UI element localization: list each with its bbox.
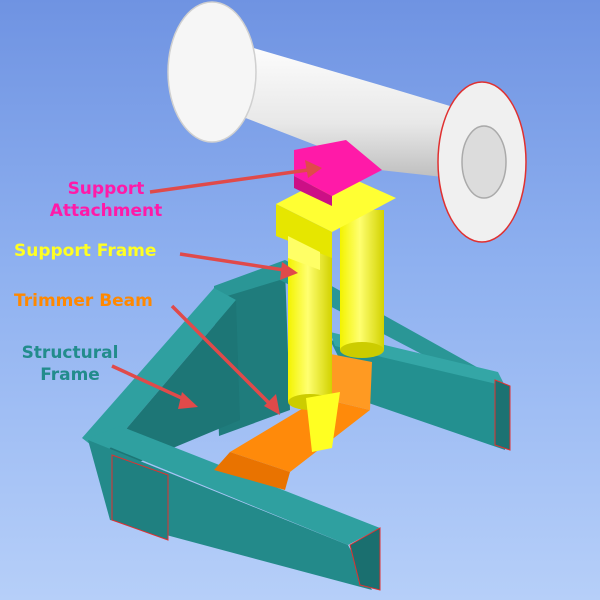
attachment-block [294,140,382,196]
right-beam-end [494,379,511,451]
pipe-body [200,38,470,180]
attachment-shade [294,176,332,206]
label-support-frame: Support Frame [14,241,157,261]
left-beam-web [104,300,240,470]
support-attachment [294,140,382,206]
callout-arrows [111,160,322,415]
frame-bracket [276,204,332,258]
label-structural-frame-line2: Frame [40,365,100,385]
arrowhead-support-frame [280,262,298,280]
front-beam-end-right [349,527,381,591]
arrow-structural-frame [111,364,187,402]
pipe-bore [461,125,507,199]
label-support-attachment-line2: Attachment [49,201,163,221]
frame-gusset [288,236,320,270]
front-beam-top-flange [88,426,380,545]
pipe [167,1,527,243]
column-right [340,210,384,350]
label-structural-frame-line1: Structural [21,343,119,363]
column-right-base [340,342,384,358]
label-structural-frame: Structural Frame [14,342,126,386]
arrowhead-support-attachment [305,160,322,178]
label-support-attachment: Support Attachment [26,178,186,222]
pipe-flange-left [167,1,257,143]
trimmer-side [214,452,290,490]
label-trimmer-beam: Trimmer Beam [14,291,153,311]
arrowhead-structural-frame [178,392,198,409]
arrowhead-trimmer-beam [264,394,280,415]
label-support-attachment-line1: Support [67,179,145,199]
arrow-support-attachment [149,168,309,194]
arrow-support-frame [179,252,285,272]
support-frame [276,172,396,452]
frame-base-plate [306,392,340,452]
front-beam-end-left [111,454,169,541]
column-left [288,252,332,402]
arrow-trimmer-beam [170,304,272,406]
frame-top-plate [276,172,396,232]
right-beam [330,340,505,450]
